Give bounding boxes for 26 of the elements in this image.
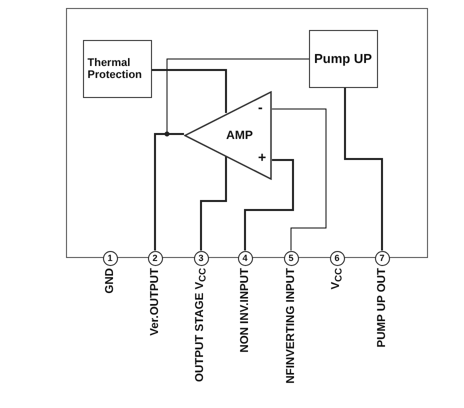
input-sign: + bbox=[258, 150, 266, 164]
pin-circle: 6 bbox=[330, 250, 344, 266]
wire bbox=[272, 108, 326, 251]
pin-label: NFINVERTING INPUT bbox=[285, 268, 297, 384]
pin-label: NON INV.INPUT bbox=[239, 268, 251, 353]
amplifier-triangle bbox=[184, 90, 272, 180]
input-sign: - bbox=[258, 100, 263, 114]
wire bbox=[152, 69, 227, 113]
process-box bbox=[308, 30, 378, 88]
pin-circle: 3 bbox=[194, 250, 208, 266]
wire bbox=[154, 133, 184, 250]
pin-circle: 4 bbox=[238, 250, 252, 266]
block-label: Thermal Protection bbox=[88, 56, 143, 80]
pin-circle: 2 bbox=[148, 250, 162, 266]
process-box bbox=[82, 40, 152, 98]
pin-circle: 1 bbox=[102, 250, 118, 266]
pin-circle: 7 bbox=[374, 250, 390, 266]
amplifier-label: AMP bbox=[226, 128, 253, 142]
pin-label: Ver.OUTPUT bbox=[149, 268, 161, 336]
pin-label: PUMP UP OUT bbox=[376, 268, 388, 348]
wire bbox=[244, 159, 294, 250]
wire bbox=[344, 88, 383, 250]
wire bbox=[200, 156, 227, 250]
block-label: Pump UP bbox=[314, 51, 372, 66]
pin-label: GND bbox=[104, 268, 116, 294]
pin-circle: 5 bbox=[284, 250, 298, 266]
